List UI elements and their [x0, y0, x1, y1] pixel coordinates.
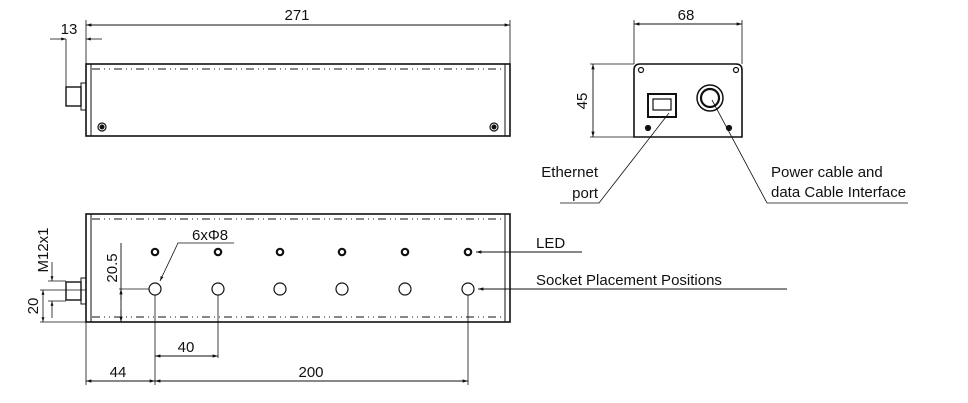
bottom-body	[85, 213, 511, 323]
bottom-connector	[65, 277, 87, 305]
led	[275, 247, 285, 257]
top-view	[50, 20, 511, 137]
dim-200: 200	[298, 364, 323, 381]
bottom-view	[40, 213, 787, 385]
dim-20: 20	[25, 298, 42, 315]
ethernet-leader	[560, 112, 670, 204]
led	[337, 247, 347, 257]
dim-m12x1: M12x1	[35, 227, 52, 272]
power-label-line1: Power cable and	[771, 164, 883, 181]
socket	[335, 282, 349, 296]
power-connector-icon	[696, 84, 724, 112]
led-row	[150, 247, 473, 257]
led-label: LED	[536, 235, 565, 252]
dim-20-5: 20.5	[104, 253, 121, 282]
ethernet-port-icon	[647, 93, 677, 118]
socket	[461, 282, 475, 296]
led	[400, 247, 410, 257]
power-leader	[711, 99, 908, 204]
socket	[398, 282, 412, 296]
ethernet-label-line1: Ethernet	[541, 164, 599, 181]
hole-spec: 6xΦ8	[192, 227, 228, 244]
socket-row	[148, 282, 475, 296]
socket	[211, 282, 225, 296]
socket	[273, 282, 287, 296]
dim-68: 68	[678, 7, 695, 24]
dim-271: 271	[284, 7, 309, 24]
led	[213, 247, 223, 257]
dim-13: 13	[61, 21, 78, 38]
power-label-line2: data Cable Interface	[771, 184, 906, 201]
dim-45: 45	[574, 93, 591, 110]
socket	[148, 282, 162, 296]
top-screw-right	[489, 122, 499, 132]
top-screw-left	[97, 122, 107, 132]
top-connector	[65, 82, 87, 111]
dim-40: 40	[178, 339, 195, 356]
socket-label: Socket Placement Positions	[536, 272, 722, 289]
dim-44: 44	[110, 364, 127, 381]
end-body	[633, 63, 743, 138]
end-view	[560, 20, 908, 204]
top-body	[85, 63, 511, 137]
led	[463, 247, 473, 257]
ethernet-label-line2: port	[572, 185, 599, 202]
led	[150, 247, 160, 257]
